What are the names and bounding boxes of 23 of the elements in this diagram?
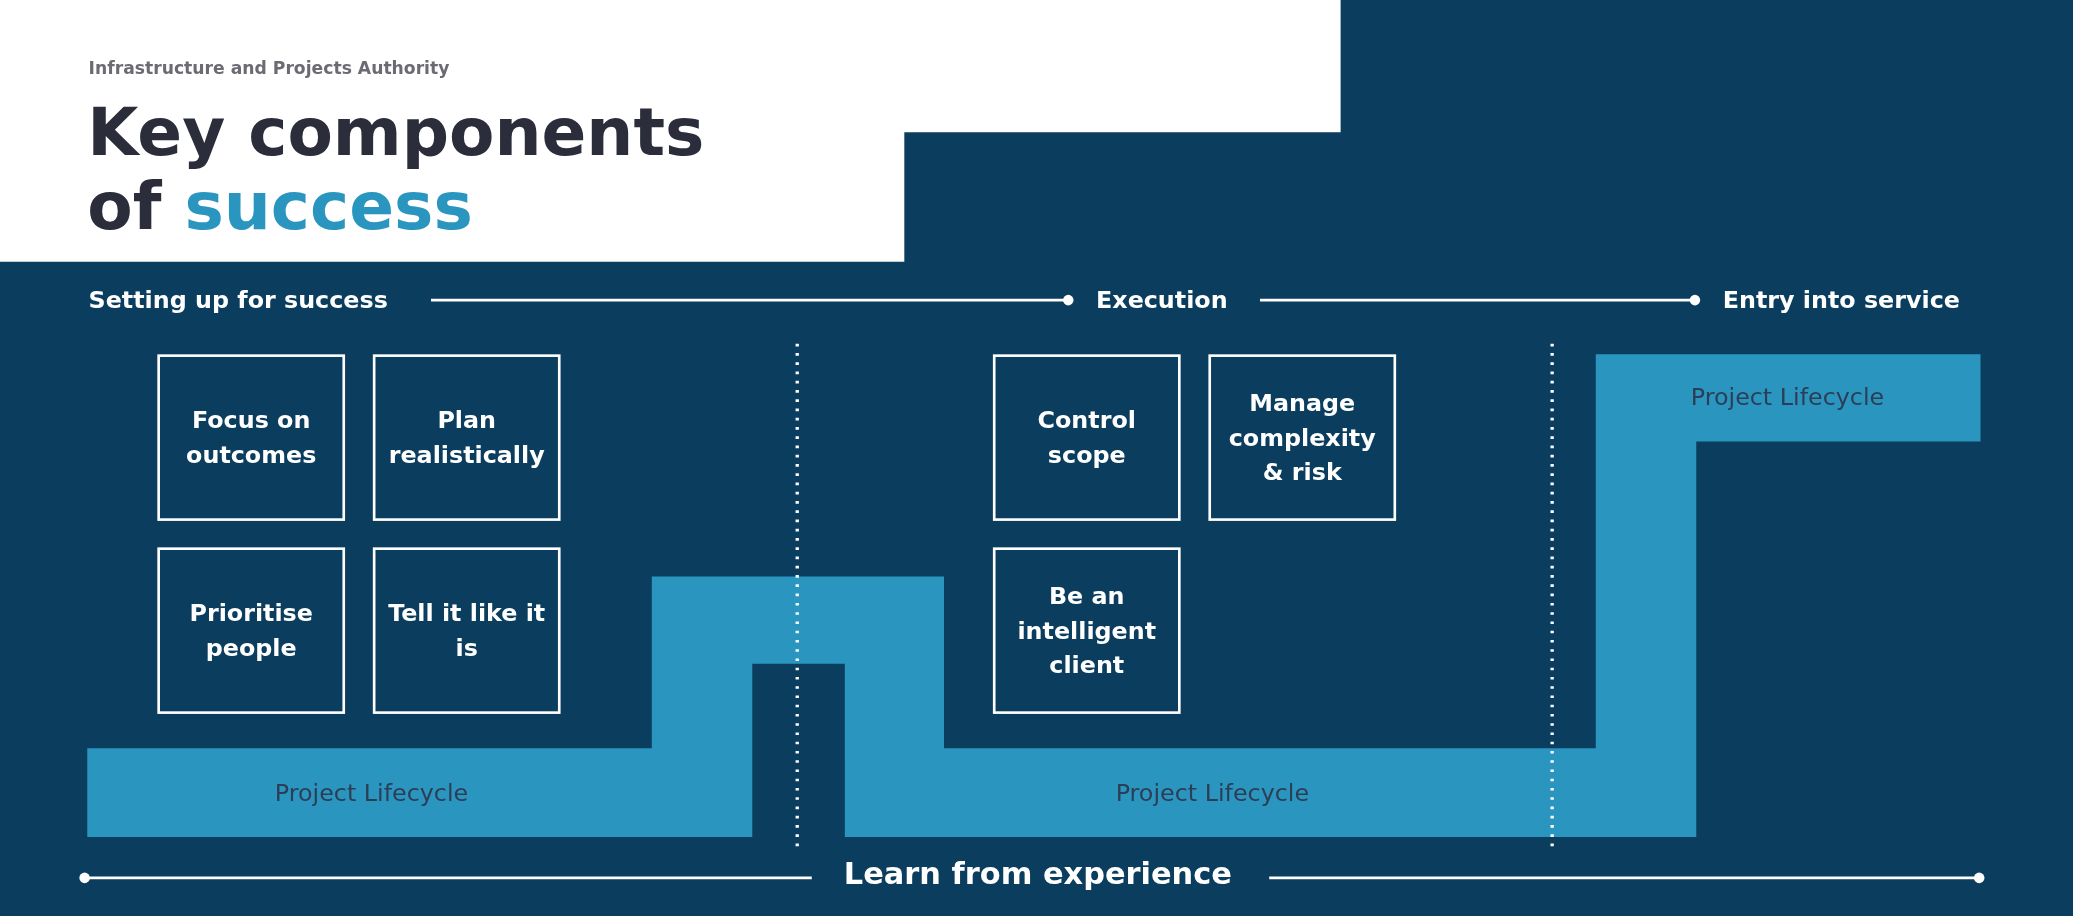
organisation-name: Infrastructure and Projects Authority: [88, 58, 450, 78]
phase-label: Entry into service: [1722, 285, 1960, 314]
box-label: Be an intelligent client: [1016, 580, 1158, 681]
box-label: Focus on outcomes: [185, 404, 318, 470]
component-box: [992, 354, 1181, 521]
title: Key components of success: [87, 95, 706, 244]
box-label: Tell it like it is: [387, 597, 547, 664]
component-box: [372, 547, 561, 714]
component-box: [372, 354, 561, 521]
box-label: Prioritise people: [188, 597, 314, 664]
box-label: Control scope: [1036, 404, 1137, 470]
phase-label: Setting up for success: [88, 285, 388, 314]
component-box: [157, 547, 346, 714]
band-label: Project Lifecycle: [1115, 778, 1310, 807]
band-label: Project Lifecycle: [1690, 382, 1885, 410]
box-label: Plan realistically: [387, 404, 546, 470]
footer-label: Learn from experience: [843, 856, 1232, 892]
band-label: Project Lifecycle: [274, 778, 469, 807]
phase-label: Execution: [1096, 285, 1228, 314]
box-label: Manage complexity & risk: [1227, 387, 1377, 488]
component-box: [992, 547, 1181, 714]
component-box: [157, 354, 346, 521]
component-box: [1208, 354, 1397, 521]
